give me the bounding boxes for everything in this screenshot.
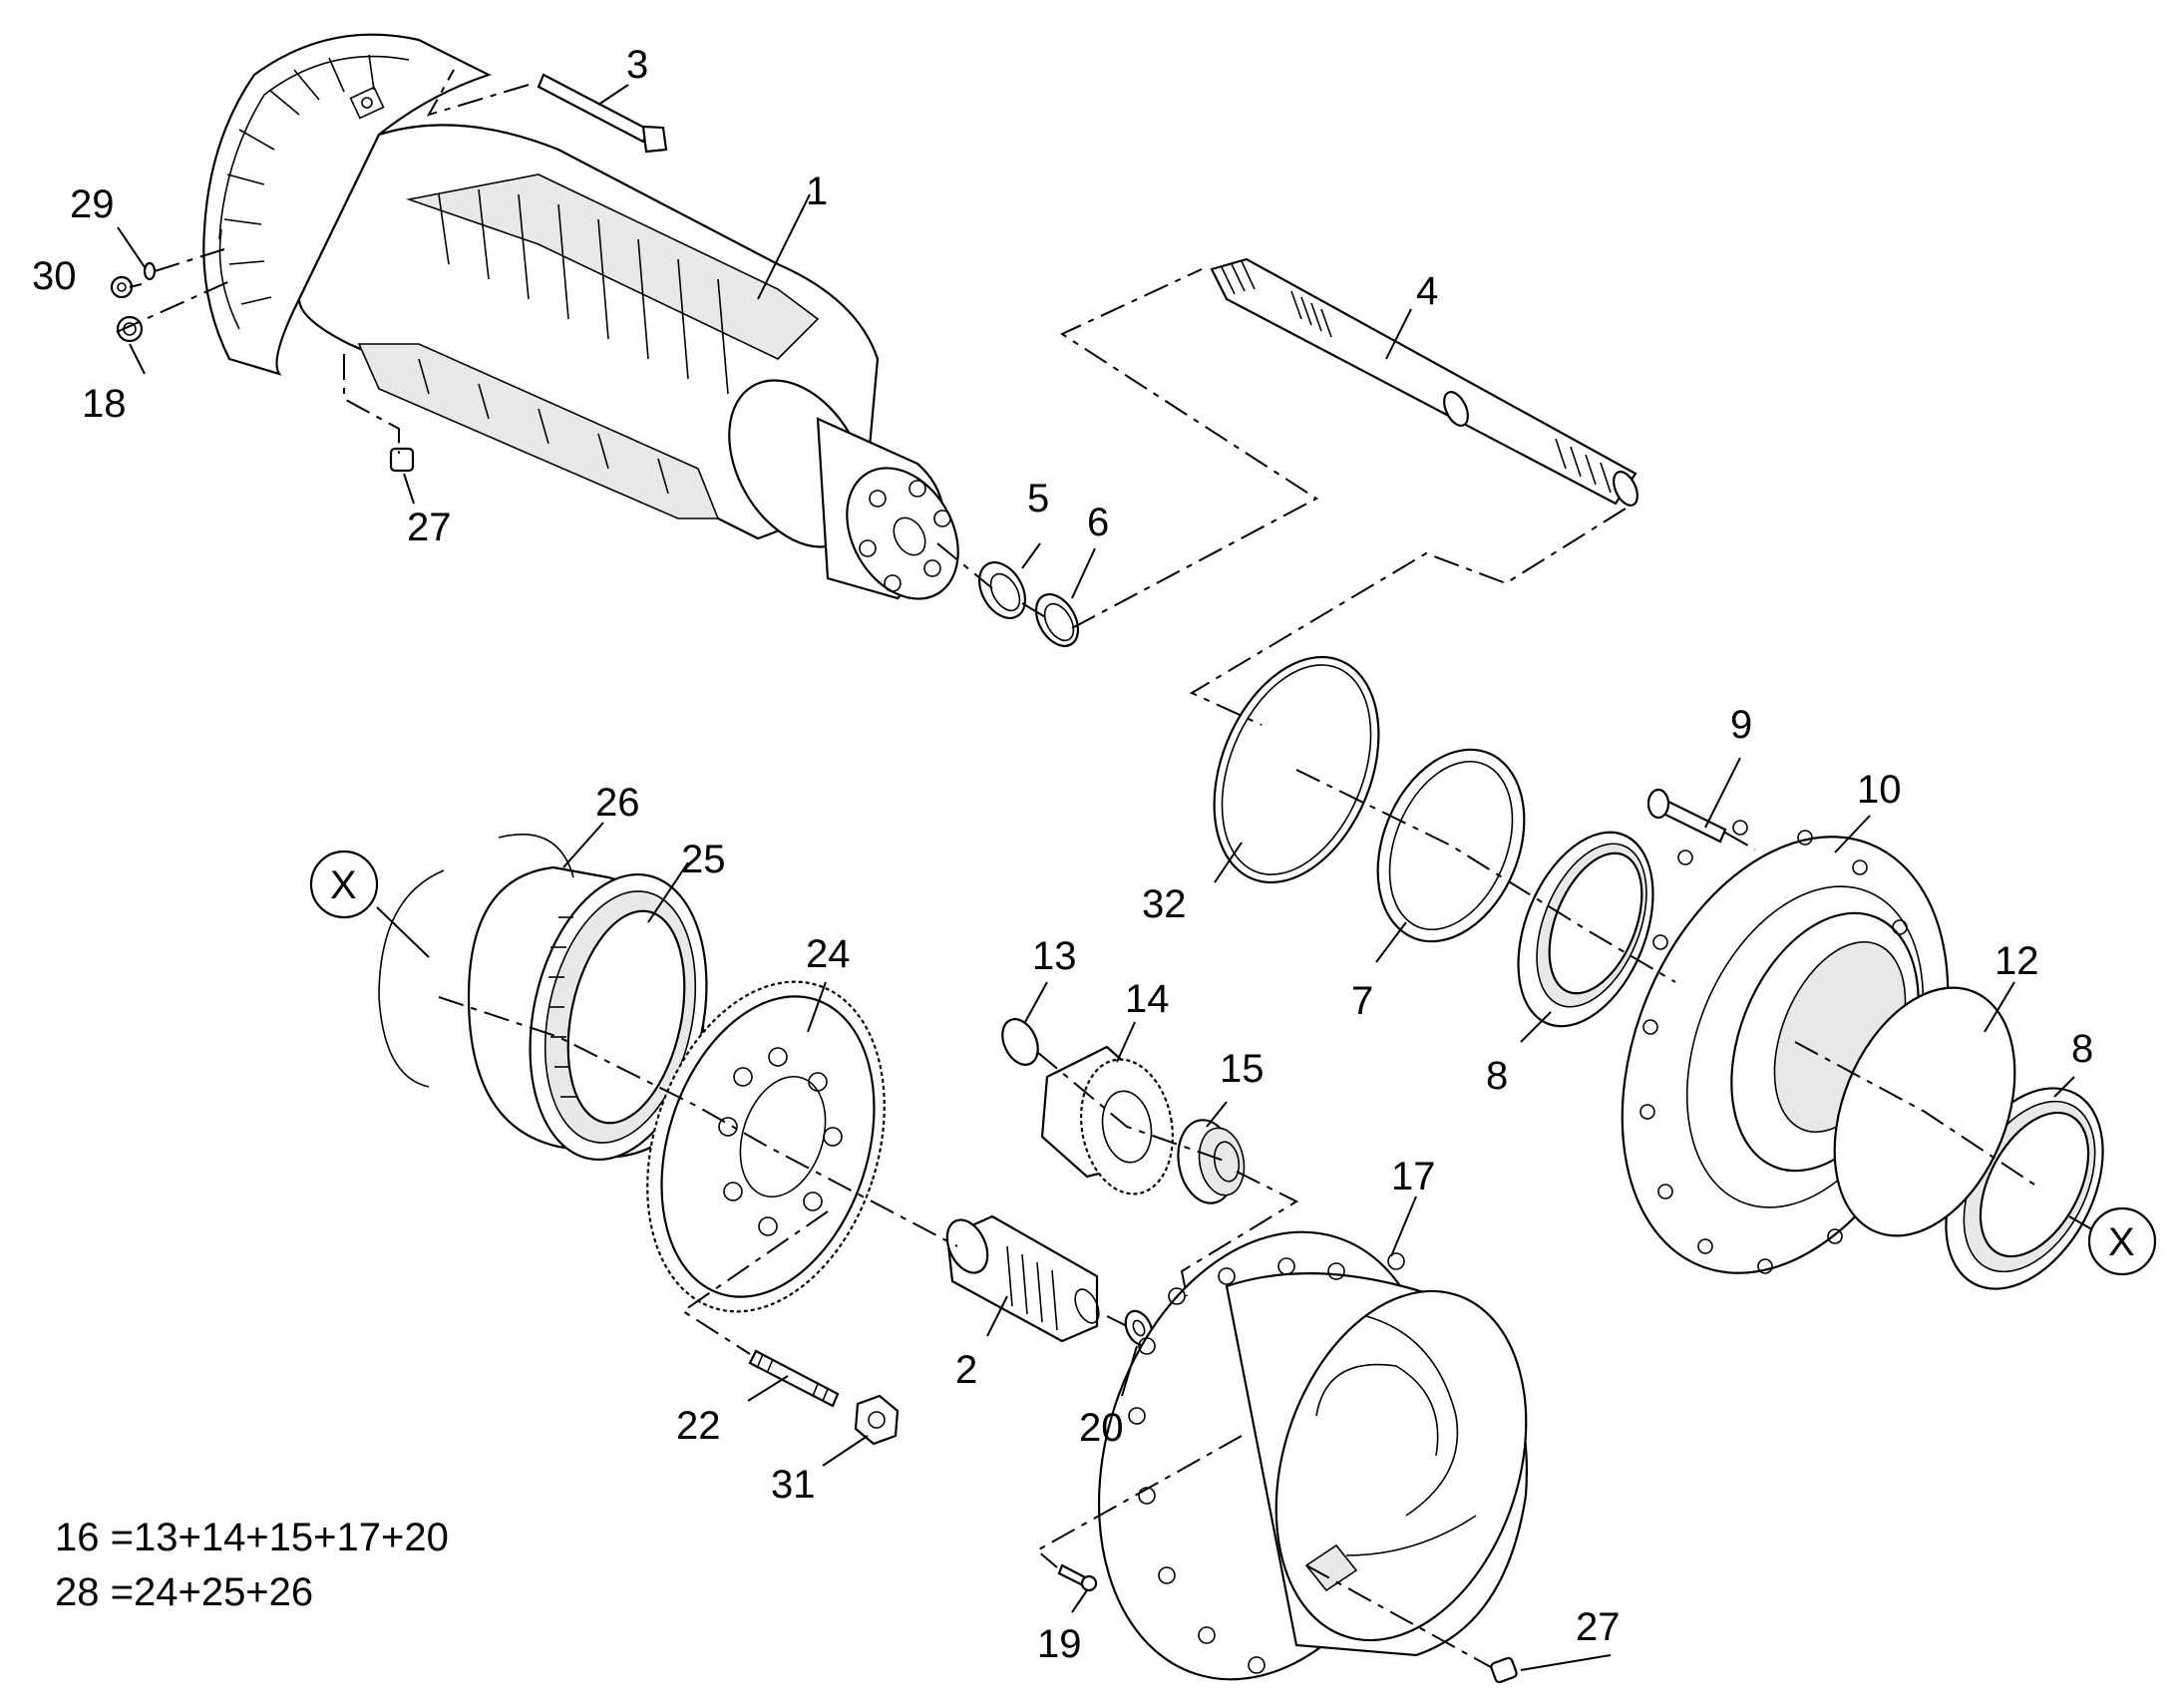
label-1: 1 bbox=[806, 170, 828, 213]
reference-x-left: X bbox=[309, 850, 379, 919]
seal-7 bbox=[1376, 748, 1526, 943]
label-31: 31 bbox=[771, 1463, 816, 1507]
label-27-top: 27 bbox=[407, 506, 452, 549]
label-x-right: X bbox=[2108, 1220, 2135, 1264]
label-22: 22 bbox=[676, 1404, 721, 1448]
label-x-left: X bbox=[330, 863, 357, 907]
washer-29 bbox=[143, 261, 157, 281]
label-9: 9 bbox=[1730, 703, 1752, 747]
plug-27-top bbox=[389, 447, 415, 473]
bearing-8-left bbox=[1517, 831, 1654, 1028]
label-12: 12 bbox=[1995, 939, 2039, 983]
label-10: 10 bbox=[1857, 768, 1902, 812]
label-18: 18 bbox=[82, 382, 127, 426]
label-19: 19 bbox=[1037, 1622, 1082, 1666]
planetary-housing-17 bbox=[1097, 1230, 1528, 1681]
label-32: 32 bbox=[1142, 882, 1187, 926]
stud-22 bbox=[748, 1349, 840, 1408]
drive-shaft-2 bbox=[945, 1214, 1100, 1343]
label-15: 15 bbox=[1220, 1047, 1265, 1091]
equation-kit-28: 28 =24+25+26 bbox=[55, 1570, 313, 1614]
reference-x-right: X bbox=[2087, 1206, 2157, 1276]
label-25: 25 bbox=[681, 838, 726, 881]
bearing-15 bbox=[1177, 1119, 1246, 1204]
label-17: 17 bbox=[1391, 1155, 1436, 1198]
label-29: 29 bbox=[70, 182, 115, 226]
sun-gear-14 bbox=[1040, 1045, 1174, 1196]
snap-ring-6 bbox=[1034, 593, 1080, 647]
seal-ring-5 bbox=[977, 561, 1027, 619]
kit-equations: 16 =13+14+15+17+20 28 =24+25+26 bbox=[55, 1516, 449, 1614]
label-7: 7 bbox=[1351, 979, 1373, 1023]
callout-labels: 1 3 4 5 6 29 30 18 27 32 7 8 9 10 12 8 2… bbox=[32, 43, 2093, 1666]
assembly-lines bbox=[116, 69, 2035, 1668]
stud-9 bbox=[1646, 788, 1727, 844]
screw-19 bbox=[1057, 1563, 1098, 1592]
label-30: 30 bbox=[32, 254, 77, 298]
leader-lines bbox=[117, 84, 2105, 1671]
snap-ring-13 bbox=[1001, 1018, 1039, 1066]
plug-27-bottom bbox=[1490, 1656, 1518, 1684]
label-5: 5 bbox=[1027, 477, 1049, 520]
label-2: 2 bbox=[955, 1348, 977, 1392]
label-6: 6 bbox=[1087, 501, 1109, 544]
label-13: 13 bbox=[1032, 934, 1077, 978]
label-3: 3 bbox=[626, 43, 648, 87]
label-8-left: 8 bbox=[1486, 1054, 1508, 1098]
label-26: 26 bbox=[595, 781, 640, 825]
label-27-bottom: 27 bbox=[1576, 1605, 1621, 1649]
label-24: 24 bbox=[806, 932, 851, 976]
nut-30 bbox=[110, 275, 134, 299]
snap-ring-26 bbox=[498, 834, 574, 878]
axle-shaft bbox=[1210, 257, 1638, 507]
equation-kit-16: 16 =13+14+15+17+20 bbox=[55, 1516, 449, 1559]
axle-housing bbox=[202, 33, 959, 600]
label-4: 4 bbox=[1416, 269, 1438, 313]
bolt-3 bbox=[537, 73, 668, 154]
label-14: 14 bbox=[1125, 977, 1170, 1021]
label-20: 20 bbox=[1079, 1406, 1124, 1450]
label-8-right: 8 bbox=[2071, 1027, 2093, 1071]
snap-ring-x bbox=[378, 869, 445, 1088]
ring-gear-25 bbox=[467, 865, 708, 1162]
nut-31 bbox=[854, 1394, 900, 1446]
